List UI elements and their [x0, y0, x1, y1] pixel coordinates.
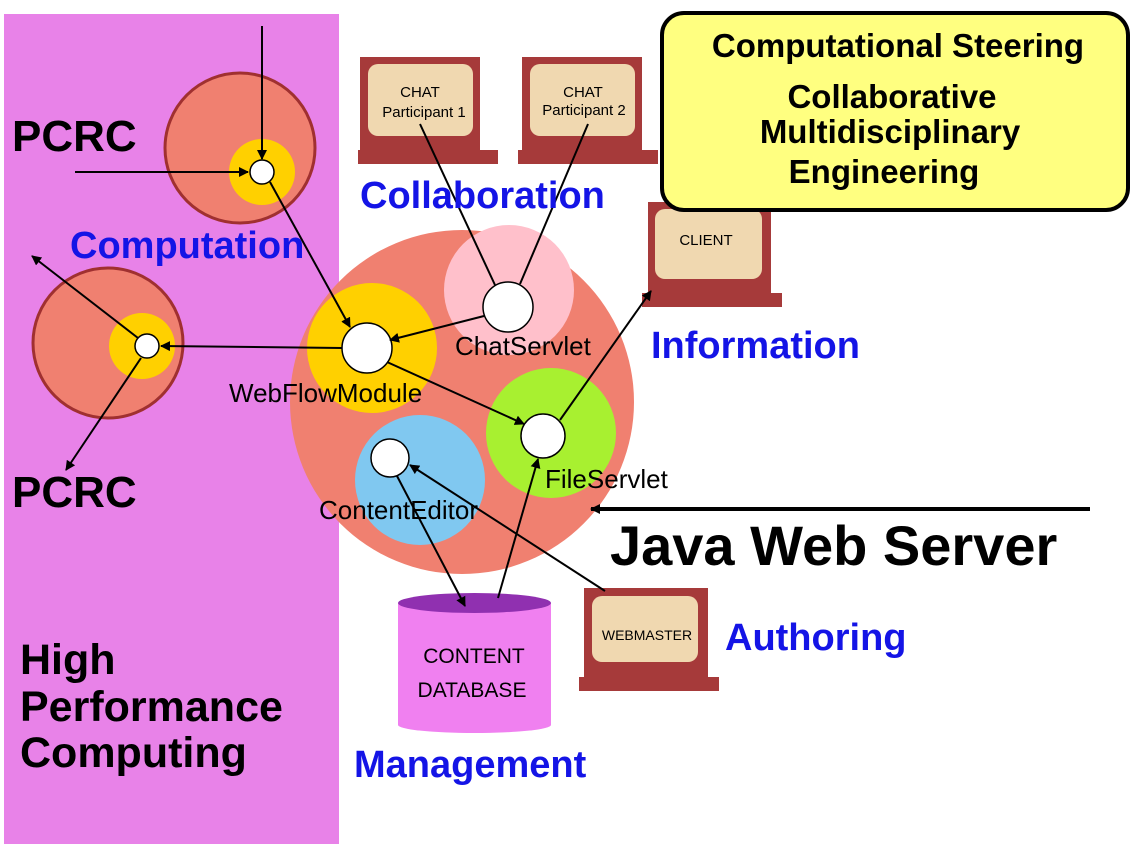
pcrc-node-top [163, 71, 317, 225]
title-box: Computational Steering Collaborative Mul… [660, 11, 1130, 212]
webmaster-label: WEBMASTER [602, 627, 692, 643]
editor-node [370, 438, 410, 478]
content-editor-label: ContentEditor [319, 495, 478, 525]
java-web-server-label: Java Web Server [610, 514, 1057, 577]
pcrc-label-bottom: PCRC [12, 468, 137, 517]
client-terminal: CLIENT [642, 202, 782, 307]
computation-label: Computation [70, 225, 304, 267]
pcrc-node-bottom [31, 266, 185, 420]
content-database: CONTENT DATABASE [398, 593, 551, 733]
information-label: Information [651, 325, 860, 367]
chat2-line1: CHAT [563, 84, 603, 101]
chat2-line2: Participant 2 [542, 102, 625, 119]
client-label: CLIENT [679, 232, 732, 249]
webflow-node [341, 322, 393, 374]
chat-node [482, 281, 534, 333]
file-node [520, 413, 566, 459]
management-label: Management [354, 744, 587, 786]
hpc-label-line3: Computing [20, 729, 247, 777]
database-line1: CONTENT [423, 645, 525, 668]
title-line1: Computational Steering [712, 27, 1084, 64]
chat1-line1: CHAT [400, 84, 440, 101]
authoring-label: Authoring [725, 617, 907, 659]
file-servlet-label: FileServlet [545, 464, 669, 494]
content-editor-region [355, 415, 485, 545]
connections [31, 26, 1090, 607]
webflow-module-label: WebFlowModule [229, 378, 422, 408]
collaboration-label: Collaboration [360, 175, 605, 217]
hpc-label-line2: Performance [20, 683, 283, 731]
chat1-line2: Participant 1 [382, 104, 465, 121]
title-line3: Multidisciplinary [760, 113, 1021, 150]
chat-participant-1-terminal: CHAT Participant 1 [358, 57, 498, 164]
pcrc-label-top: PCRC [12, 112, 137, 161]
database-line2: DATABASE [418, 679, 527, 702]
webmaster-terminal: WEBMASTER [579, 588, 719, 691]
chat-participant-2-terminal: CHAT Participant 2 [518, 57, 658, 164]
title-line2: Collaborative [787, 78, 996, 115]
title-line4: Engineering [789, 153, 980, 190]
hpc-label-line1: High [20, 636, 116, 684]
chat-servlet-label: ChatServlet [455, 331, 592, 361]
